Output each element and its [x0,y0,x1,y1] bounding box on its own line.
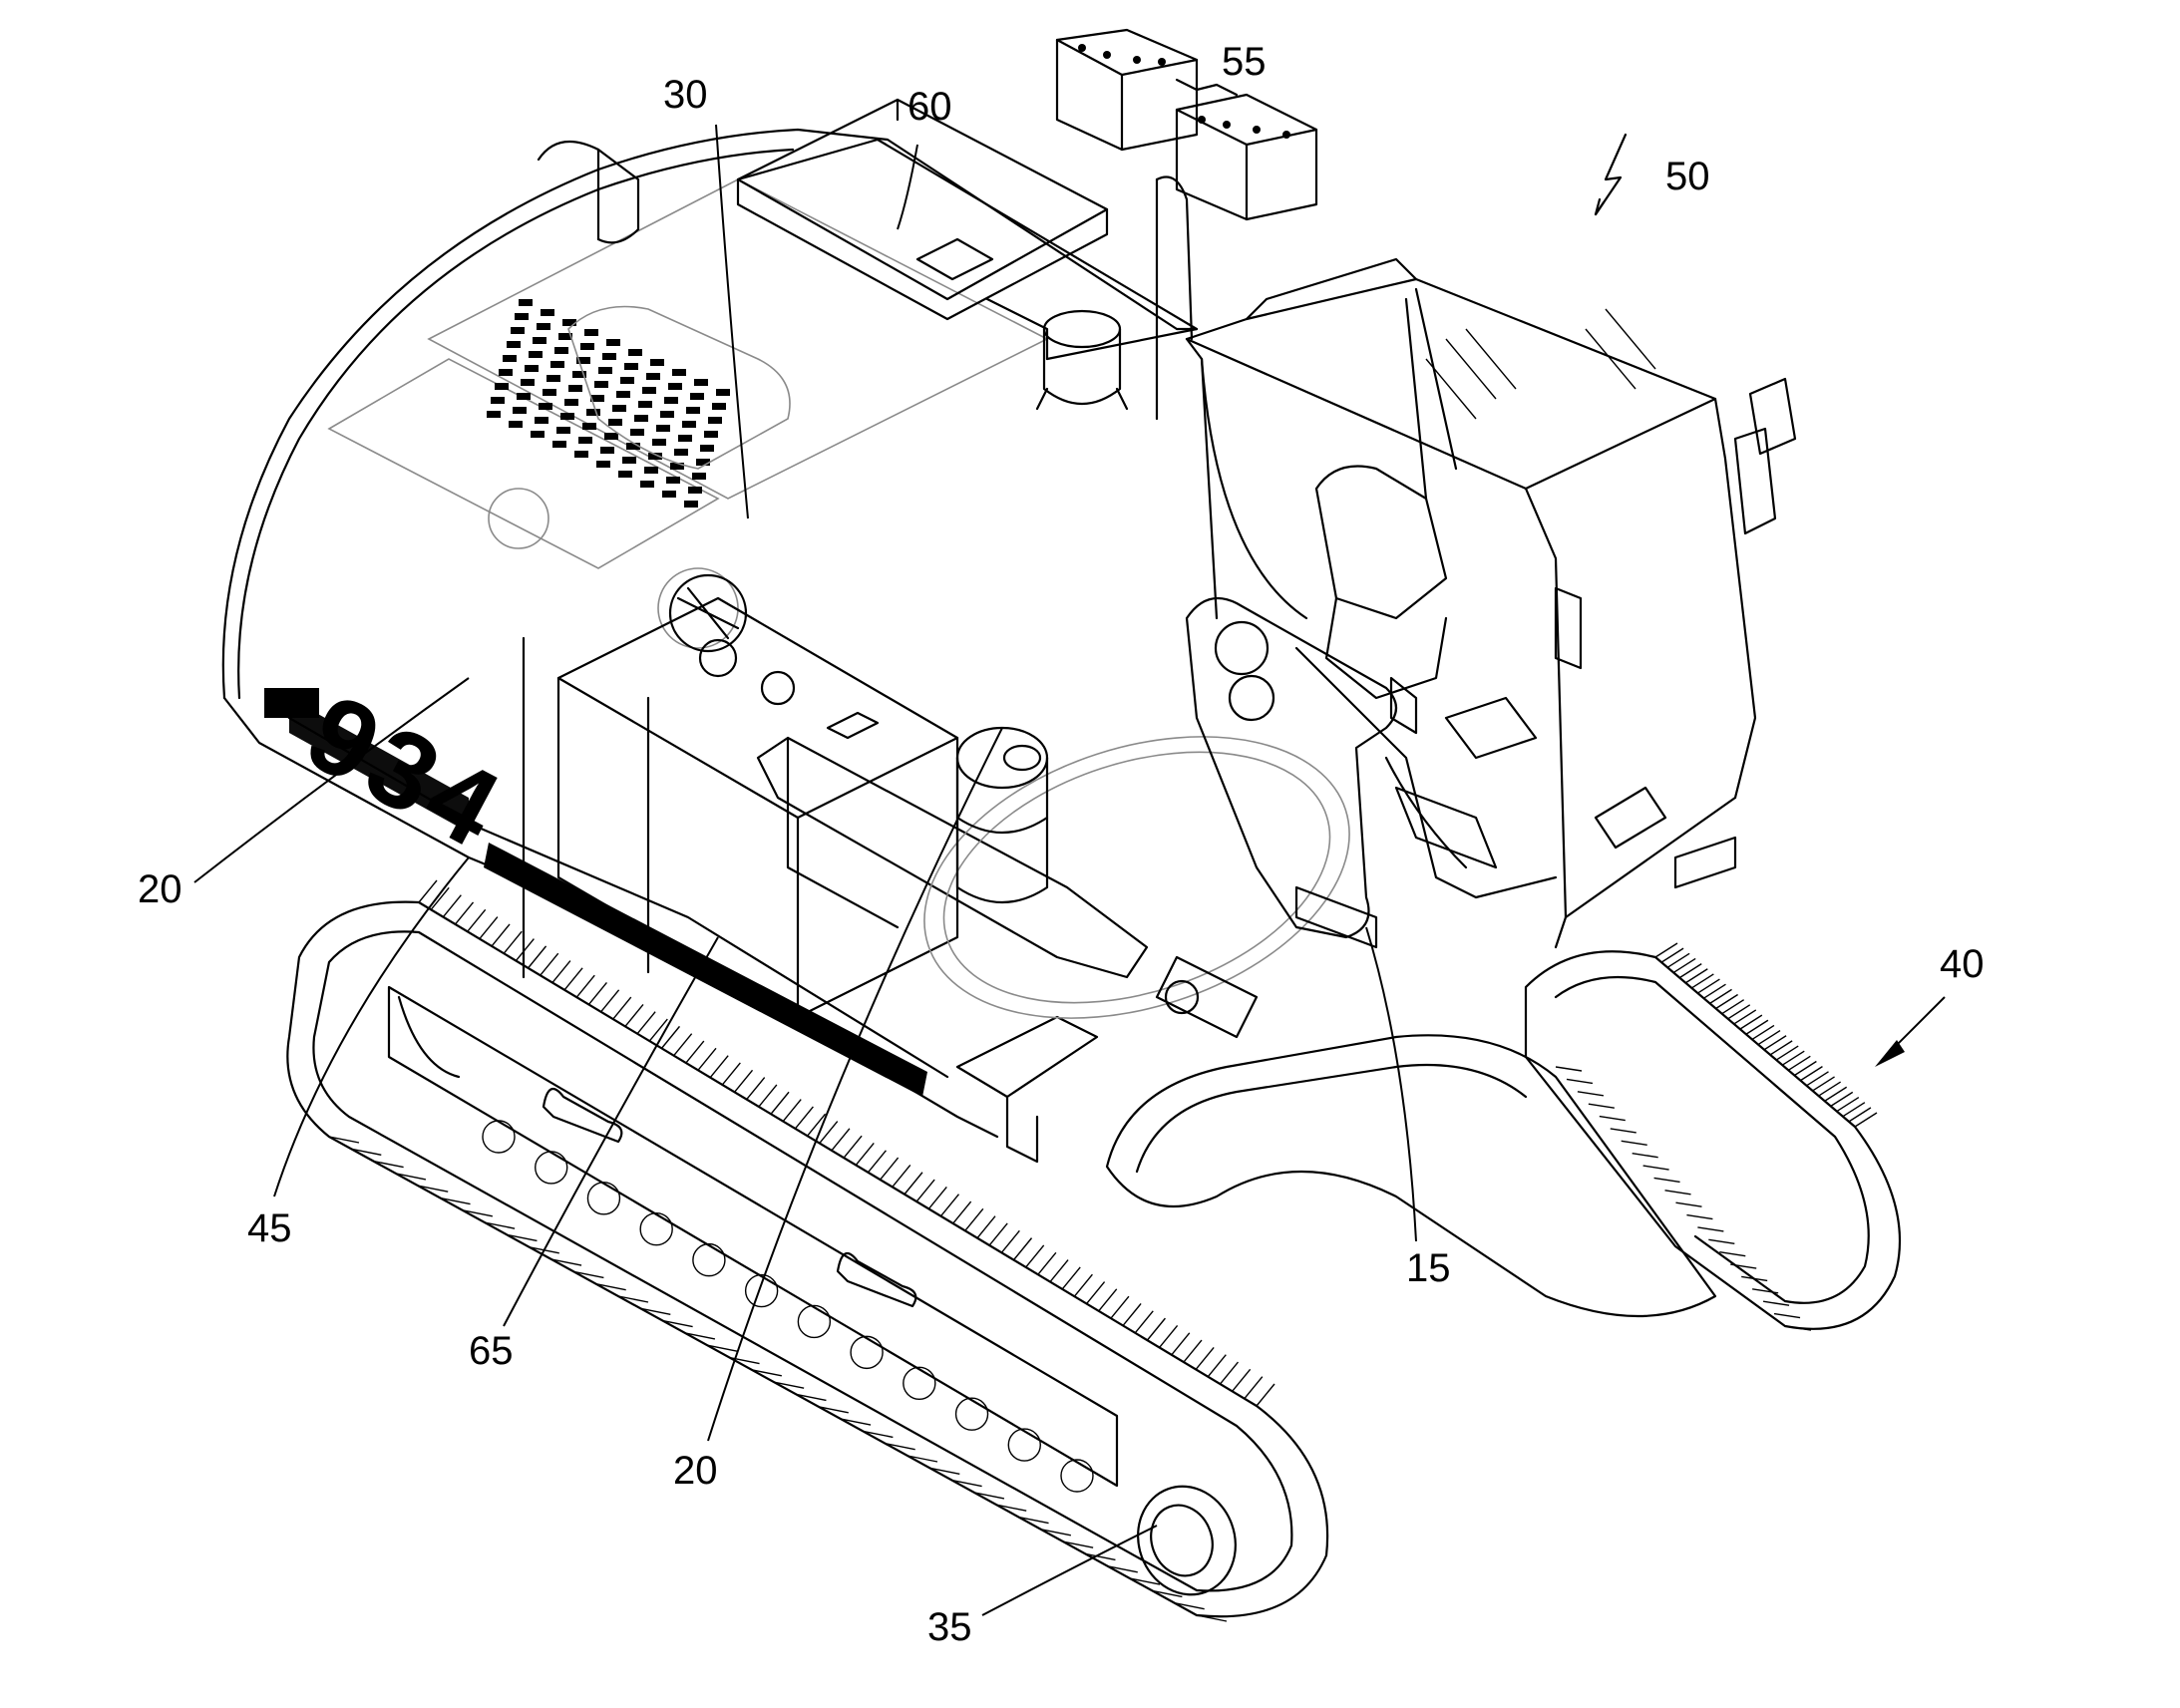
leader-lines [193,124,1417,1616]
model-marking: 934 [288,671,524,873]
batteries [1055,28,1318,221]
lightning-symbol [1594,133,1628,216]
reference-numeral: 50 [1665,155,1710,198]
reference-numeral: 15 [1406,1246,1451,1290]
reference-numeral: 30 [663,73,708,117]
reference-numeral: 45 [247,1206,292,1250]
left-crawler-track [286,879,1329,1622]
reference-numeral: 35 [927,1605,972,1649]
boom-foot [1155,596,1398,1039]
reference-numerals: 30 60 55 50 40 20 45 65 20 15 35 [138,40,1985,1649]
swing-ring [923,726,1350,1019]
operator-cab [1155,175,1797,949]
reference-numeral: 65 [469,1329,514,1373]
right-crawler-track [1105,942,1902,1331]
reference-numeral: 20 [673,1449,718,1493]
reference-numeral: 20 [138,867,182,911]
reference-numeral: 55 [1222,40,1267,84]
reference-numeral: 40 [1940,942,1985,986]
direction-arrow [1875,996,1946,1067]
reference-numeral: 60 [908,85,952,129]
